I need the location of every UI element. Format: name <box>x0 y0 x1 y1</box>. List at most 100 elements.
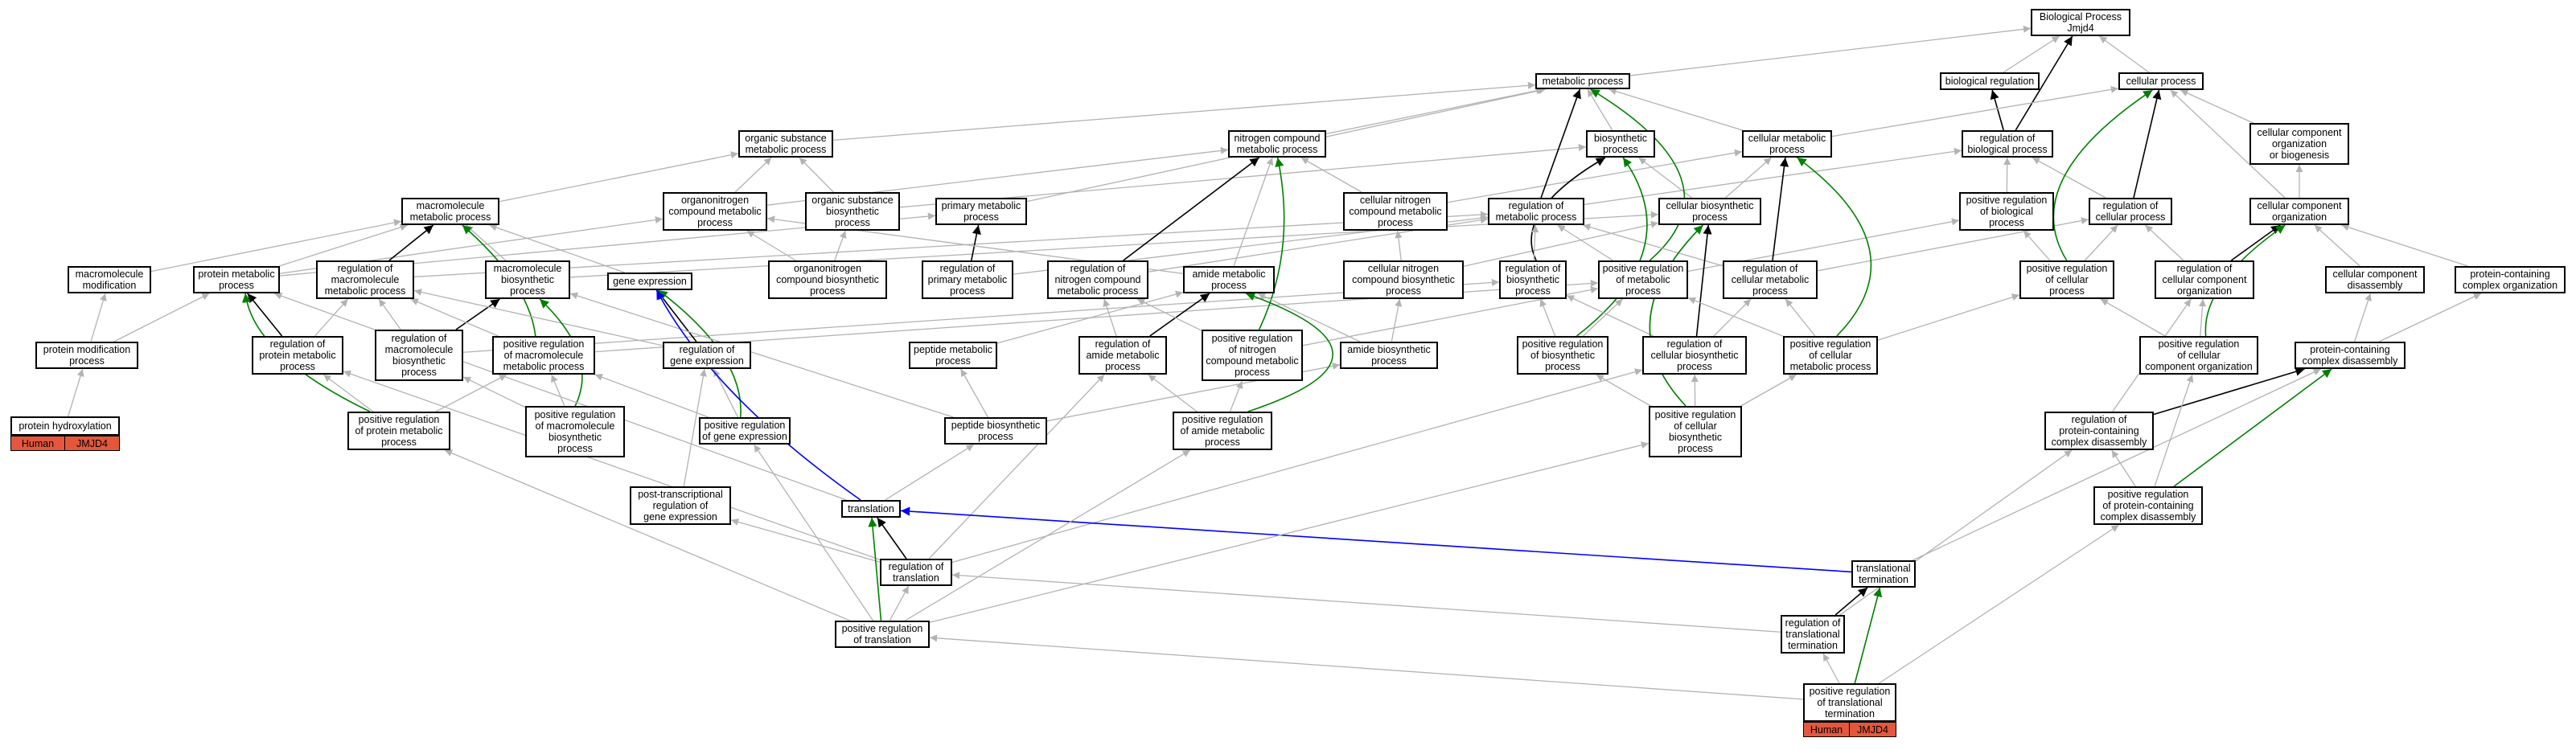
edge-regbio-to-bioreg <box>1990 89 2004 131</box>
edge-transterm-to-translation <box>900 506 1852 573</box>
edge-onmp-to-osmp <box>734 157 772 193</box>
edge-protmet-to-macmet <box>279 223 408 267</box>
annotation-gene-badge: JMJD4 <box>1849 722 1896 737</box>
edge-posregtrans-to-posregprotmet <box>444 449 850 621</box>
edge-cellbio-to-cellmet <box>1725 157 1772 199</box>
node-regulation-of-metabolic-process: regulation of metabolic process <box>1488 198 1584 225</box>
edge-posregamidemet-to-posregncmp <box>1229 380 1243 412</box>
node-regulation-of-protein-metabolic-process: regulation of protein metabolic process <box>252 336 343 375</box>
edge-cncbp-to-cncmp <box>1395 230 1403 261</box>
edge-macbio-to-cellbio <box>569 211 1659 278</box>
node-primary-metabolic-process: primary metabolic process <box>935 198 1027 225</box>
node-regulation-of-cellular-component-organization: regulation of cellular component organiz… <box>2155 260 2254 299</box>
edge-posregcellmet-to-cellmet <box>1797 157 1872 337</box>
node-biosynthetic-process: biosynthetic process <box>1586 130 1655 158</box>
edge-posregcellbio-to-posregcellmet <box>1740 374 1797 407</box>
edge-posregmet-to-regmet <box>1557 224 1613 261</box>
node-macromolecule-metabolic-process: macromolecule metabolic process <box>401 198 499 225</box>
edge-posregcell-to-posregbio <box>2023 230 2051 261</box>
edge-pcdis-to-ccdis <box>2353 293 2372 342</box>
node-regulation-of-gene-expression: regulation of gene expression <box>663 342 751 369</box>
node-protein-hydroxylation: protein hydroxylation <box>10 416 120 436</box>
edge-prothyd-to-protmod <box>68 368 84 417</box>
node-cellular-component-organization-or-biogenesis: cellular component organization or bioge… <box>2249 123 2349 165</box>
edge-posregprotmet-to-posregmacmet <box>435 374 507 412</box>
edge-amidebio-to-cncbp <box>1391 298 1403 342</box>
node-regulation-of-biosynthetic-process: regulation of biosynthetic process <box>1499 260 1567 299</box>
edge-posregtrans-to-posregcellbio <box>929 441 1650 623</box>
node-regulation-of-amide-metabolic-process: regulation of amide metabolic process <box>1078 336 1167 375</box>
edge-posregbiosyn-to-biosyn <box>1576 157 1648 337</box>
edge-peptbio-to-macbio <box>569 292 954 418</box>
node-nitrogen-compound-metabolic-process: nitrogen compound metabolic process <box>1228 130 1326 158</box>
node-cellular-component-disassembly: cellular component disassembly <box>2325 266 2425 293</box>
node-organonitrogen-compound-metabolic-process: organonitrogen compound metabolic proces… <box>663 192 767 231</box>
node-positive-regulation-of-translation: positive regulation of translation <box>835 621 930 648</box>
edge-onbp-to-osbp <box>834 230 847 261</box>
edge-posregtrans-to-regtrans <box>889 585 910 621</box>
edge-geneexp-to-macmet <box>489 223 625 273</box>
node-amide-metabolic-process: amide metabolic process <box>1183 266 1275 293</box>
node-regulation-of-translation: regulation of translation <box>880 559 952 586</box>
node-amide-biosynthetic-process: amide biosynthetic process <box>1340 342 1438 369</box>
edge-reggeneexp-to-geneexp <box>655 289 697 342</box>
node-cellular-process: cellular process <box>2118 72 2204 90</box>
node-protein-metabolic-process: protein metabolic process <box>193 266 280 293</box>
edge-cellmet-to-metab <box>1608 88 1743 131</box>
node-regulation-of-macromolecule-biosynthetic-process: regulation of macromolecule biosynthetic… <box>375 330 463 381</box>
edge-cellproc-to-bp <box>2098 35 2150 73</box>
node-organic-substance-biosynthetic-process: organic substance biosynthetic process <box>805 192 900 231</box>
edge-posregbiosyn-to-regbiosyn <box>1539 298 1556 337</box>
edge-regbio-to-bp <box>2015 35 2073 131</box>
edge-posregcellbio-to-cellbio <box>1649 224 1704 407</box>
node-positive-regulation-of-biological-process: positive regulation of biological proces… <box>1959 192 2054 231</box>
annotation-gene-badge: JMJD4 <box>64 436 120 451</box>
edge-translation-to-protmet <box>273 292 847 501</box>
edge-posregmacmet-to-regmacmet <box>410 298 499 337</box>
edge-posregcellmet-to-regcellmet <box>1785 298 1816 337</box>
node-biological-process: Biological Process Jmjd4 <box>2031 9 2130 36</box>
node-protein-modification-process: protein modification process <box>35 342 138 369</box>
node-cellular-component-organization: cellular component organization <box>2249 198 2349 225</box>
edge-pccorg-to-cco <box>2341 223 2468 267</box>
edge-amidebio-to-amidemet <box>1257 293 1361 342</box>
edge-cncmp-to-cellmet <box>1447 149 1743 203</box>
edge-ccdis-to-cco <box>2314 224 2360 267</box>
edge-posregbiosyn-to-posregmet <box>1583 298 1623 337</box>
edge-regprotmet-to-protmet <box>247 293 283 337</box>
edge-bioreg-to-bp <box>2003 35 2060 73</box>
node-cellular-metabolic-process: cellular metabolic process <box>1742 130 1832 158</box>
edge-posregcell-to-regcell <box>2084 224 2118 261</box>
edge-posregpcdis-to-pcdis <box>2173 368 2332 487</box>
edge-protmod-to-macmod <box>90 293 107 342</box>
edge-ccob-to-cellproc <box>2180 89 2253 124</box>
edge-osbp-to-biosyn <box>899 144 1587 208</box>
node-regulation-of-cellular-biosynthetic-process: regulation of cellular biosynthetic proc… <box>1642 336 1747 375</box>
edge-transterm-to-pcdis <box>1912 368 2322 561</box>
annotation-species-badge: Human <box>1803 722 1850 737</box>
edge-regmacmet-to-regmet <box>413 211 1489 278</box>
edge-posregpcdis-to-regpcdis <box>2111 449 2136 487</box>
annotation-species-badge: Human <box>10 436 65 451</box>
edge-posregncmp-to-ncmp <box>1258 157 1285 330</box>
edge-peptmet-to-amidemet <box>996 290 1184 344</box>
node-positive-regulation-of-biosynthetic-process: positive regulation of biosynthetic proc… <box>1517 336 1608 375</box>
node-post-transcriptional-regulation-of-gene-expression: post-transcriptional regulation of gene … <box>630 486 731 525</box>
edge-regmacmet-to-macmet <box>388 224 434 261</box>
node-protein-containing-complex-disassembly: protein-containing complex disassembly <box>2295 342 2405 369</box>
edge-regncmp-to-ncmp <box>1123 157 1260 261</box>
edge-posreggeneexp-to-posregmacmet <box>594 373 709 418</box>
node-positive-regulation-of-protein-containing-complex-disassembly: positive regulation of protein-containin… <box>2093 486 2203 525</box>
node-positive-regulation-of-protein-metabolic-process: positive regulation of protein metabolic… <box>347 412 450 450</box>
edge-osmp-to-metab <box>832 81 1536 141</box>
edge-regmacbio-to-macbio <box>455 298 500 330</box>
edge-cco-to-cellproc <box>2170 89 2286 199</box>
edge-regmacbio-to-regmacmet <box>378 298 401 330</box>
edge-peptbio-to-peptmet <box>960 368 988 418</box>
edge-cncmp-to-ncmp <box>1300 157 1362 193</box>
edge-regtrans-to-regprotmet <box>343 370 881 560</box>
edge-regmet-to-regbio <box>1584 147 1962 206</box>
edge-regcell-to-regbio <box>2032 157 2106 199</box>
